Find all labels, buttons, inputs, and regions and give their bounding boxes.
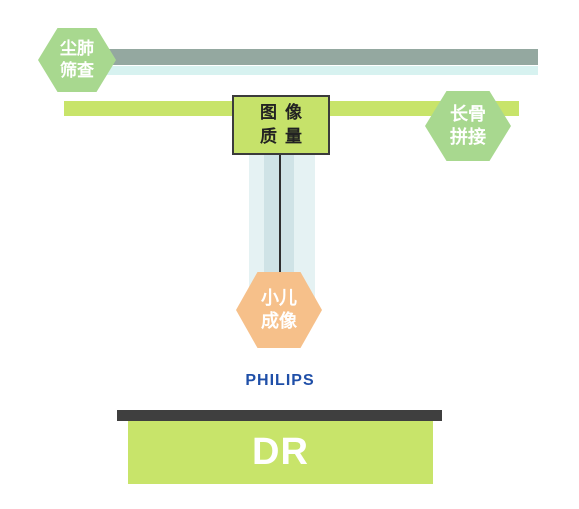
top-rail-aqua	[75, 66, 538, 75]
lung-screening-hexagon: 尘肺 筛查	[38, 28, 116, 92]
lung-screening-label-line1: 尘肺	[60, 39, 94, 59]
philips-logo: PHILIPS	[245, 372, 315, 389]
pediatric-label-line1: 小儿	[261, 288, 297, 309]
dr-machine-body: DR	[128, 421, 433, 484]
dr-machine-top-plate	[117, 410, 442, 421]
lung-screening-label-line2: 筛查	[60, 61, 94, 81]
image-quality-label-line2: 质量	[260, 127, 310, 147]
long-bone-label-line2: 拼接	[450, 127, 486, 148]
image-quality-box: 图像 质量	[232, 95, 330, 155]
column-center-line	[279, 151, 281, 299]
pediatric-label-line2: 成像	[261, 311, 297, 332]
dr-label: DR	[252, 431, 309, 473]
image-quality-label-line1: 图像	[260, 103, 310, 123]
long-bone-label-line1: 长骨	[450, 104, 486, 125]
long-bone-stitching-hexagon: 长骨 拼接	[425, 91, 511, 161]
top-rail-gray	[75, 49, 538, 65]
